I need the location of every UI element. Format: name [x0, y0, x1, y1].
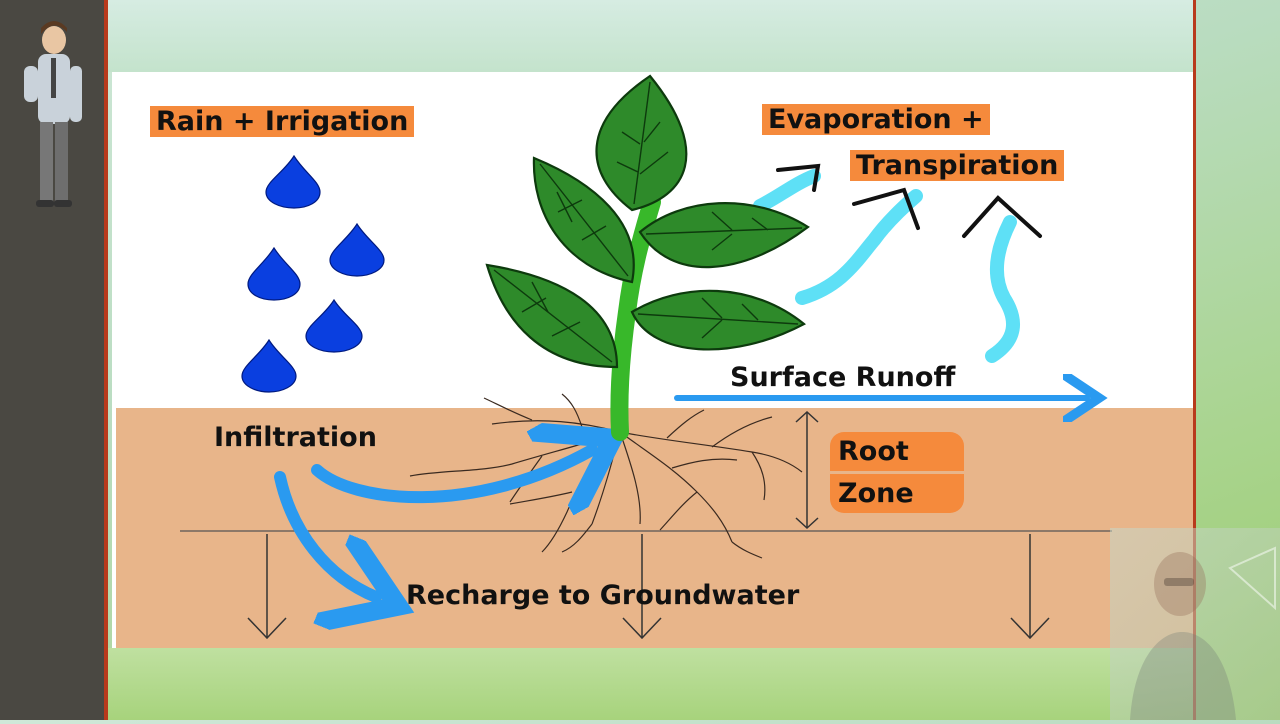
label-transpiration: Transpiration [850, 150, 1065, 181]
label-surface-runoff: Surface Runoff [730, 362, 956, 393]
rain-drops [241, 154, 385, 393]
rain-drop [265, 154, 321, 209]
presenter-avatar-icon [24, 21, 82, 207]
rain-drop [241, 338, 297, 393]
label-infiltration: Infiltration [214, 422, 377, 453]
rain-drop [247, 246, 301, 301]
label-zone: Zone [830, 474, 964, 513]
right-accent-stripe [1193, 0, 1196, 720]
leaf-lower-right [630, 289, 806, 351]
leaf-veins [493, 81, 803, 363]
leaf-upper-right [638, 202, 810, 269]
webcam-person-icon [1130, 546, 1276, 720]
rain-drop [305, 298, 363, 353]
webcam-overlay [1110, 528, 1280, 720]
diagram-canvas [116, 74, 1193, 648]
top-background [108, 0, 1193, 72]
recharge-arrow [274, 471, 376, 597]
left-sidebar-panel [0, 0, 108, 720]
root-zone-depth-arrow [795, 410, 819, 530]
label-recharge: Recharge to Groundwater [406, 580, 800, 611]
label-root: Root [830, 432, 964, 471]
label-evaporation: Evaporation + [762, 104, 990, 135]
bottom-background [108, 648, 1193, 720]
infiltration-arrow [311, 450, 592, 497]
label-rain-irrigation: Rain + Irrigation [150, 106, 415, 137]
rain-drop [329, 222, 385, 277]
water-cycle-slide: Rain + Irrigation Evaporation + Transpir… [112, 72, 1193, 648]
vapor-squiggles [753, 169, 1020, 363]
vapor-arrowheads [776, 163, 1042, 238]
groundwater-down-arrows [247, 534, 1050, 640]
